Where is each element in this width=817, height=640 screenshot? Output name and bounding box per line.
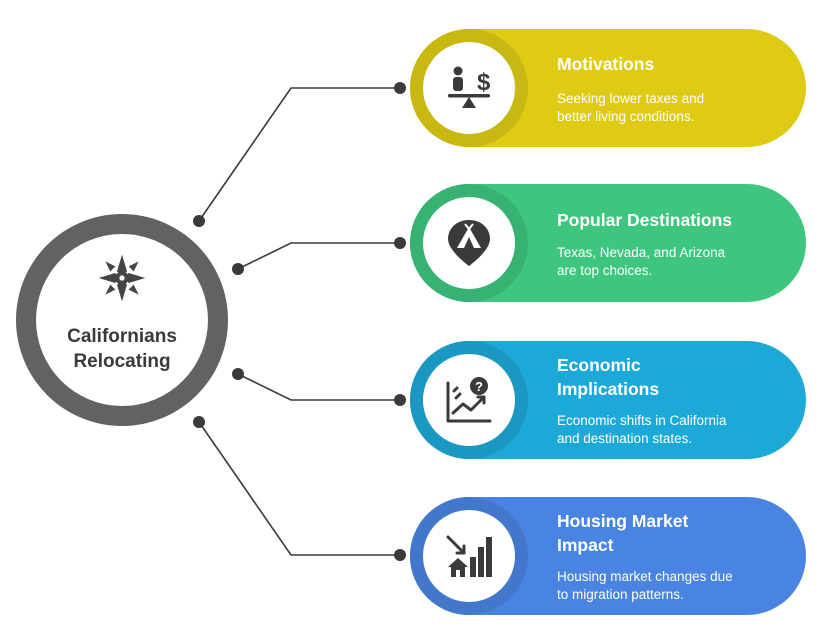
card-description: Seeking lower taxes and better living co… [557,90,797,126]
card-description: Housing market changes due to migration … [557,568,797,604]
card-description-line: Texas, Nevada, and Arizona [557,245,726,260]
card-economic-implications: ? Economic Implications Economic shifts … [410,341,806,459]
card-description-line: Economic shifts in California [557,413,727,428]
card-description-line: Seeking lower taxes and [557,91,705,106]
card-title: Housing Market Impact [557,509,797,557]
house-chart-icon [446,535,492,577]
hub-title: Californians Relocating [36,324,208,374]
card-description-line: better living conditions. [557,109,695,124]
card-description: Economic shifts in California and destin… [557,412,797,448]
hub-title-line: Californians [67,326,177,347]
tent-pin-icon [448,220,490,266]
card-description-line: Housing market changes due [557,569,733,584]
connector-dot [193,215,205,227]
card-popular-destinations: Popular Destinations Texas, Nevada, and … [410,184,806,302]
connector-motivations [198,87,400,222]
connector-dot [193,416,205,428]
connector-dot [394,82,406,94]
card-description-line: and destination states. [557,431,693,446]
card-title-line: Impact [557,535,614,555]
card-icon-circle [423,197,515,289]
compass-icon [98,254,146,302]
connector-dot [394,237,406,249]
connector-dot [232,263,244,275]
connector-economic [237,373,400,401]
card-title: Motivations [557,54,655,74]
hub-inner: Californians Relocating [36,234,208,406]
svg-text:$: $ [477,69,491,96]
connector-dot [394,549,406,561]
card-description-line: to migration patterns. [557,587,684,602]
hub-title-line: Relocating [73,351,171,372]
card-motivations: $ Motivations Seeking lower taxes and be… [410,29,806,147]
chart-question-icon: ? [446,377,492,423]
card-icon-circle [423,510,515,602]
connector-dot [232,368,244,380]
svg-text:?: ? [475,379,483,394]
card-housing-market-impact: Housing Market Impact Housing market cha… [410,497,806,615]
hub-node: Californians Relocating [16,214,228,426]
card-description: Texas, Nevada, and Arizona are top choic… [557,244,797,280]
balance-scale-dollar-icon: $ [448,66,491,108]
card-title-line: Housing Market [557,511,689,531]
card-title: Economic Implications [557,353,797,401]
connector-dot [394,394,406,406]
card-title: Popular Destinations [557,210,733,230]
card-title-line: Economic [557,355,641,375]
card-title-line: Implications [557,379,660,399]
card-description-line: are top choices. [557,263,653,278]
card-icon-circle: ? [423,354,515,446]
connector-housing [198,421,400,556]
card-icon-circle: $ [423,42,515,134]
connector-destinations [237,242,400,270]
